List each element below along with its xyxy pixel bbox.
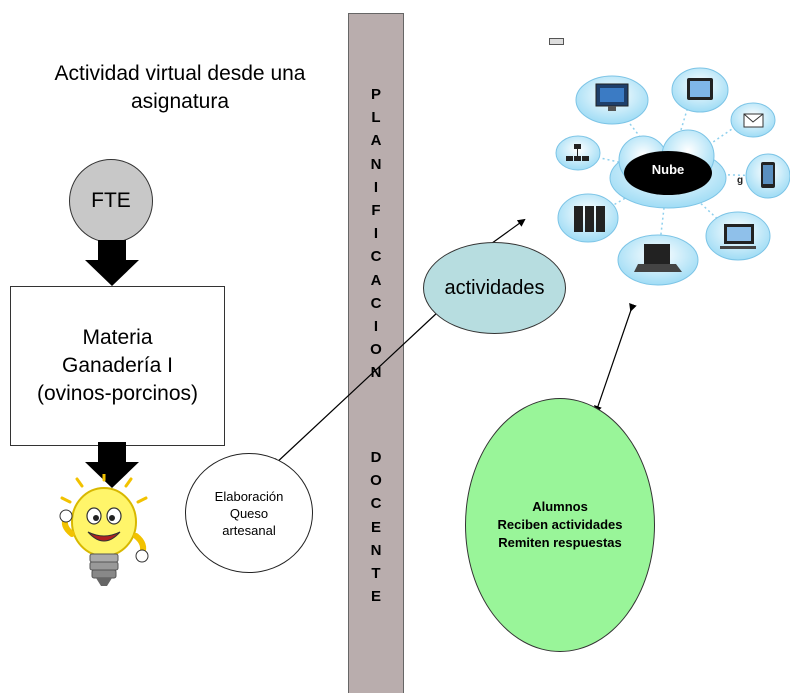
down-arrow-icon xyxy=(85,442,139,488)
lightbulb-icon xyxy=(59,474,149,586)
planificacion-letter: P xyxy=(370,86,381,103)
planificacion-letter: A xyxy=(370,132,382,150)
docente-letter: T xyxy=(371,565,381,582)
alumnos-line-3: Remiten respuestas xyxy=(498,535,622,550)
envelope-icon xyxy=(743,113,764,128)
materia-line-3: (ovinos-porcinos) xyxy=(36,382,199,405)
planificacion-letter: N xyxy=(370,155,382,173)
planificacion-letter: I xyxy=(373,178,379,196)
network-icon xyxy=(566,144,589,161)
svg-text:g: g xyxy=(737,175,743,186)
monitor-icon xyxy=(595,83,629,111)
down-arrow-icon xyxy=(85,240,139,286)
diagram-title: Actividad virtual desde una asignatura xyxy=(54,62,306,113)
actividades-label: actividades xyxy=(444,276,545,299)
elaboracion-line-1: Elaboración xyxy=(214,488,284,504)
docente-letter: O xyxy=(370,472,382,490)
planificacion-letter: I xyxy=(373,318,379,335)
elaboracion-line-2: Queso xyxy=(229,505,269,521)
alumnos-line-1: Alumnos xyxy=(532,499,588,514)
planificacion-letter: F xyxy=(371,202,381,219)
server-icon xyxy=(574,206,605,232)
elaboracion-line-3: artesanal xyxy=(222,522,276,538)
fte-circle: FTE xyxy=(69,159,153,243)
alumnos-ellipse: Alumnos Reciben actividades Remiten resp… xyxy=(465,398,655,652)
desktop-computer-icon xyxy=(720,224,756,249)
planificacion-letter: C xyxy=(370,248,382,266)
arrow-cloud-alumnos xyxy=(594,303,637,414)
nube-ellipse xyxy=(624,151,712,195)
fte-label: FTE xyxy=(91,189,131,212)
planificacion-letter: C xyxy=(370,294,382,312)
docente-letter: N xyxy=(370,541,382,559)
cloud-network-illustration: g xyxy=(555,67,790,286)
materia-line-1: Materia xyxy=(82,326,153,349)
planificacion-letter: A xyxy=(370,271,382,289)
planificacion-letter: I xyxy=(373,225,379,243)
docente-letter: D xyxy=(370,449,382,466)
materia-box: Materia Ganadería I (ovinos-porcinos) xyxy=(10,286,225,446)
docente-letter: C xyxy=(370,495,382,513)
elaboracion-circle: Elaboración Queso artesanal xyxy=(185,453,313,573)
tablet-icon xyxy=(687,78,713,100)
nube-label: Nube xyxy=(651,162,685,177)
planificacion-letter: N xyxy=(370,364,382,382)
smartphone-icon xyxy=(761,162,775,188)
docente-letter: E xyxy=(370,518,381,536)
planificacion-letter: L xyxy=(371,109,381,127)
materia-line-2: Ganadería I xyxy=(62,354,173,377)
small-toolbar-icon xyxy=(549,38,564,45)
alumnos-line-2: Reciben actividades xyxy=(497,517,623,532)
docente-letter: E xyxy=(370,588,381,606)
planificacion-letter: O xyxy=(370,341,382,359)
actividades-ellipse: actividades xyxy=(423,242,566,334)
laptop-icon xyxy=(634,244,682,272)
